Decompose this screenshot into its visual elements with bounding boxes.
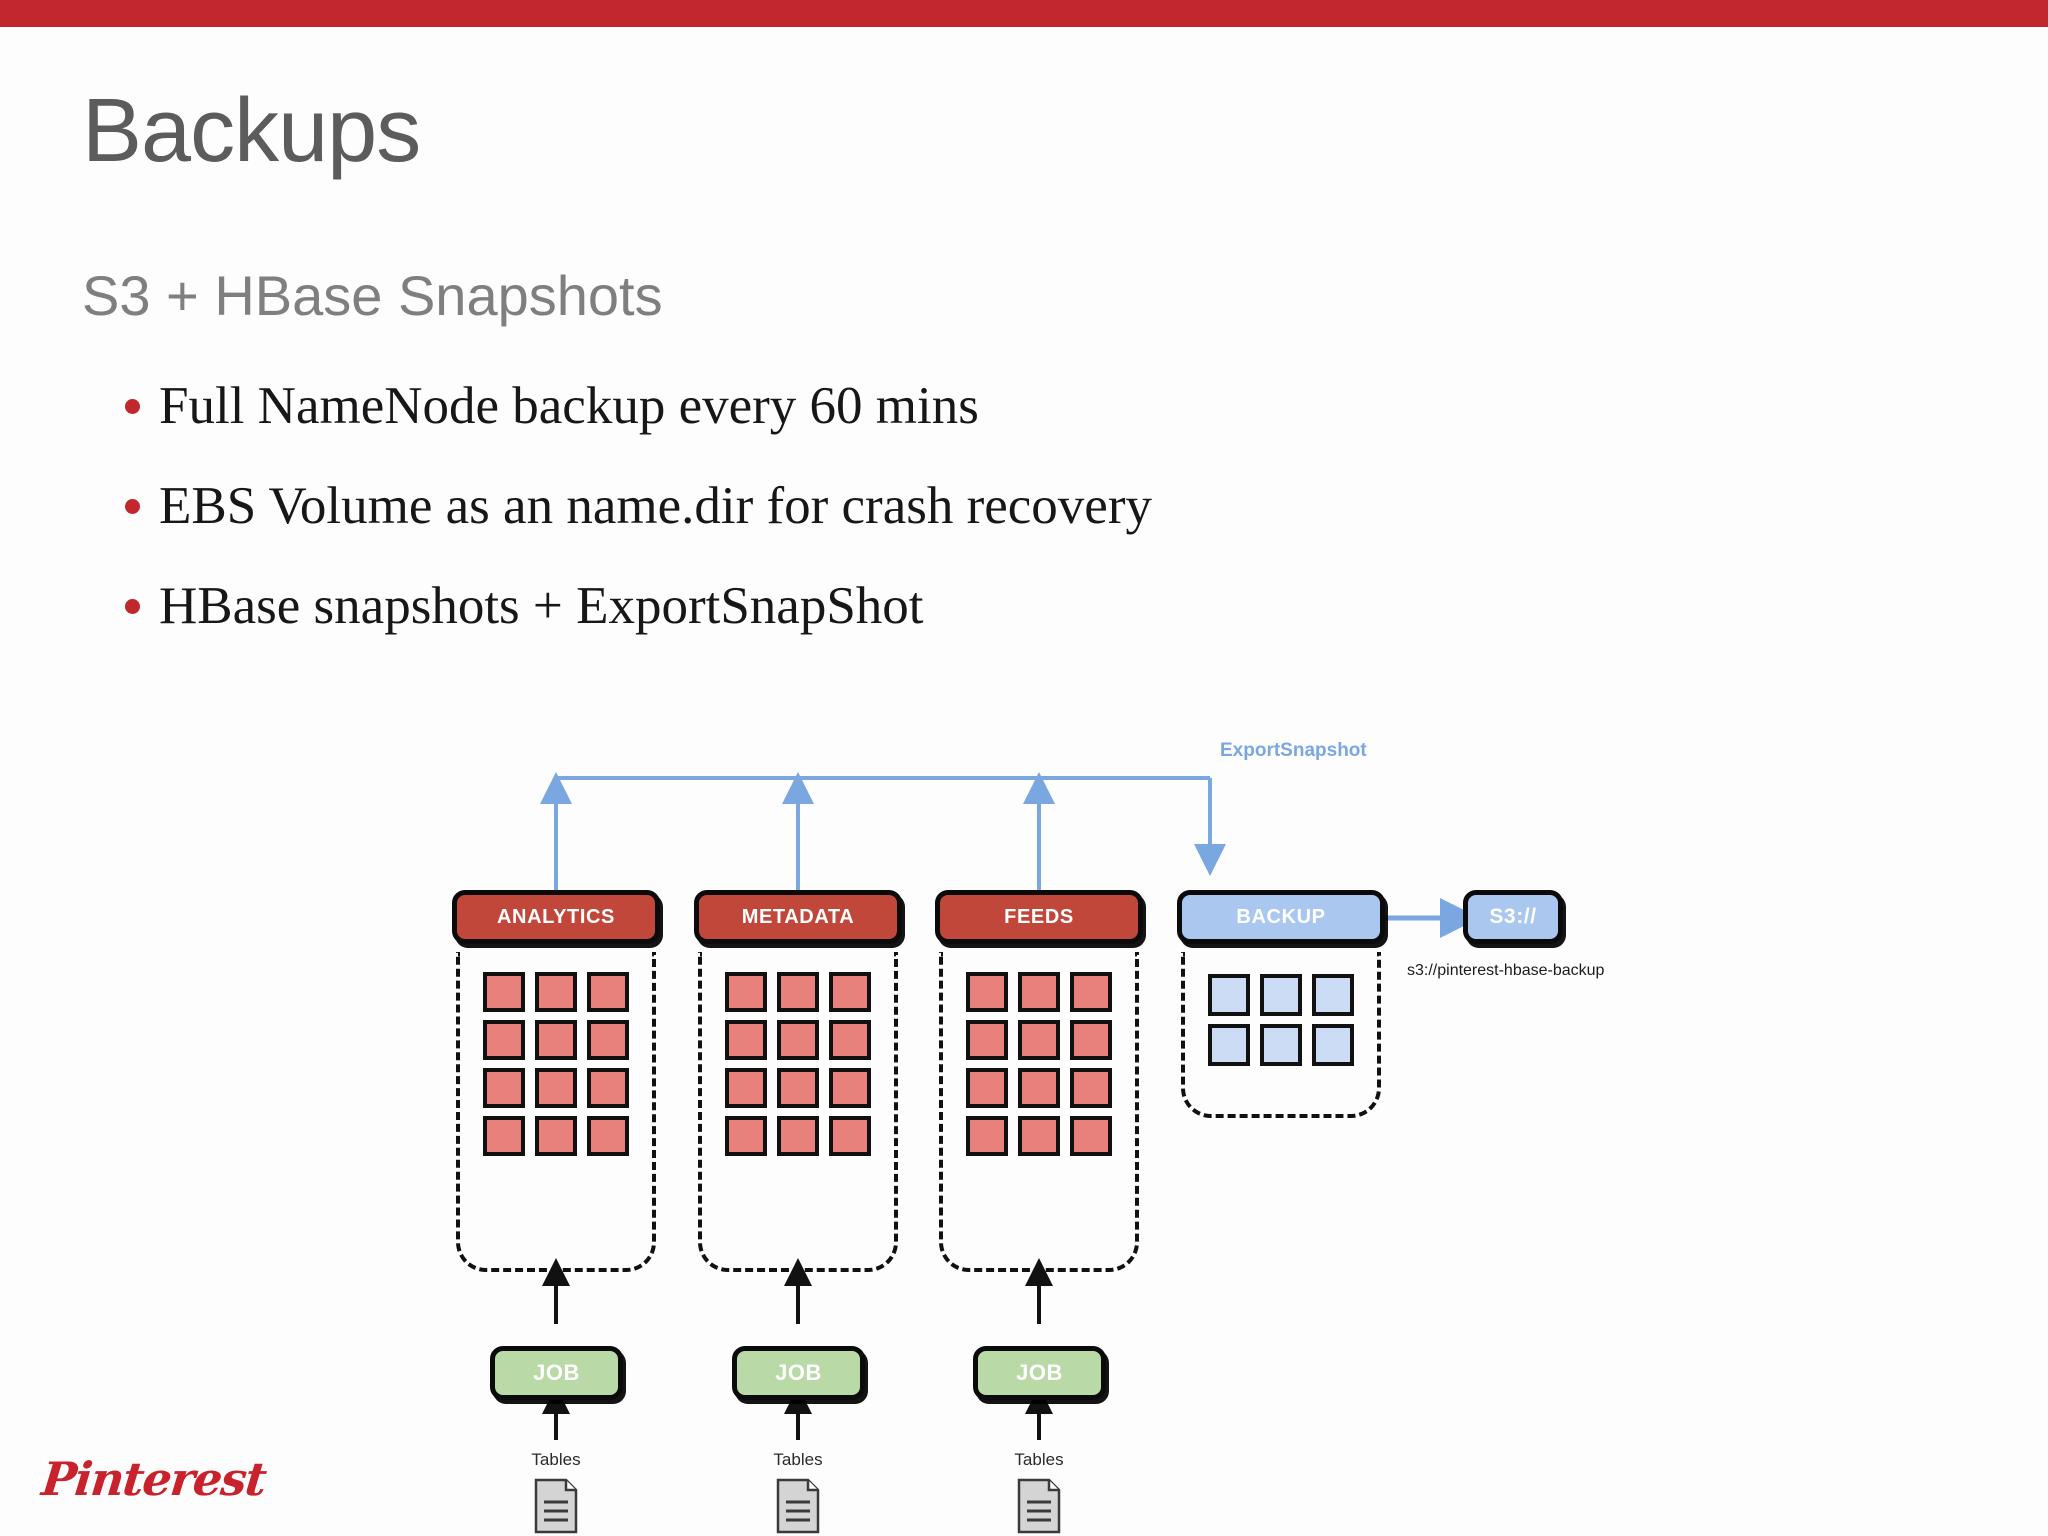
brand-bar xyxy=(0,0,2048,27)
region-cell xyxy=(1208,974,1250,1016)
region-cell xyxy=(1018,1068,1060,1108)
region-cell xyxy=(725,972,767,1012)
cluster-label: ANALYTICS xyxy=(496,905,615,928)
s3-node[interactable]: S3:// xyxy=(1463,890,1563,944)
region-cell xyxy=(1070,1116,1112,1156)
job-label: JOB xyxy=(533,1360,580,1385)
region-cell xyxy=(1070,972,1112,1012)
cluster-label: BACKUP xyxy=(1236,905,1326,928)
region-cell xyxy=(587,972,629,1012)
region-cell xyxy=(829,972,871,1012)
job-node-analytics[interactable]: JOB xyxy=(490,1346,623,1400)
list-item: HBase snapshots + ExportSnapShot xyxy=(125,577,1625,635)
bullet-text: Full NameNode backup every 60 mins xyxy=(159,377,979,435)
s3-label: S3:// xyxy=(1489,905,1537,928)
region-cell xyxy=(829,1020,871,1060)
bullet-list: Full NameNode backup every 60 mins EBS V… xyxy=(125,380,1625,680)
tables-label-analytics: Tables xyxy=(531,1450,581,1469)
region-cell xyxy=(1312,1024,1354,1066)
s3-bucket-caption: s3://pinterest-hbase-backup xyxy=(1407,962,1605,979)
region-cell xyxy=(483,972,525,1012)
region-cell xyxy=(777,972,819,1012)
region-cell xyxy=(587,1116,629,1156)
job-label: JOB xyxy=(775,1360,822,1385)
job-label: JOB xyxy=(1016,1360,1063,1385)
bullet-dot-icon xyxy=(125,599,140,614)
region-container-backup xyxy=(1181,952,1381,1118)
cluster-label: FEEDS xyxy=(1004,905,1074,928)
region-cell xyxy=(966,1020,1008,1060)
region-cell xyxy=(1070,1020,1112,1060)
region-cell xyxy=(1018,1020,1060,1060)
region-cell xyxy=(1312,974,1354,1016)
region-cell xyxy=(483,1068,525,1108)
region-cell xyxy=(966,1068,1008,1108)
cluster-node-analytics[interactable]: ANALYTICS xyxy=(452,890,660,944)
region-cell xyxy=(483,1020,525,1060)
job-node-feeds[interactable]: JOB xyxy=(973,1346,1106,1400)
region-cell xyxy=(1018,972,1060,1012)
region-container-feeds xyxy=(939,952,1139,1272)
region-cell xyxy=(483,1116,525,1156)
pinterest-logo: Pinterest xyxy=(39,1452,269,1506)
list-item: EBS Volume as an name.dir for crash reco… xyxy=(125,477,1625,535)
cluster-node-backup[interactable]: BACKUP xyxy=(1177,890,1385,944)
region-cell xyxy=(725,1116,767,1156)
region-cell xyxy=(777,1068,819,1108)
job-node-metadata[interactable]: JOB xyxy=(732,1346,865,1400)
region-cell xyxy=(725,1020,767,1060)
cluster-label: METADATA xyxy=(741,905,855,928)
bullet-text: EBS Volume as an name.dir for crash reco… xyxy=(159,477,1152,535)
bullet-dot-icon xyxy=(125,399,140,414)
region-cell xyxy=(1070,1068,1112,1108)
region-cell xyxy=(829,1116,871,1156)
bullet-dot-icon xyxy=(125,499,140,514)
cluster-node-feeds[interactable]: FEEDS xyxy=(935,890,1143,944)
list-item: Full NameNode backup every 60 mins xyxy=(125,377,1625,435)
bullet-text: HBase snapshots + ExportSnapShot xyxy=(159,577,924,635)
region-cell xyxy=(777,1116,819,1156)
tables-document-icon xyxy=(1017,1478,1061,1534)
region-cell xyxy=(1208,1024,1250,1066)
region-cell xyxy=(829,1068,871,1108)
region-cell xyxy=(1018,1116,1060,1156)
page-subtitle: S3 + HBase Snapshots xyxy=(82,264,663,327)
tables-label-metadata: Tables xyxy=(773,1450,823,1469)
tables-document-icon xyxy=(776,1478,820,1534)
region-cell xyxy=(535,1020,577,1060)
region-container-analytics xyxy=(456,952,656,1272)
region-cell xyxy=(725,1068,767,1108)
architecture-diagram: ExportSnapshot ANALYTICS JOB xyxy=(420,700,1680,1534)
region-container-metadata xyxy=(698,952,898,1272)
region-cell xyxy=(535,1116,577,1156)
region-cell xyxy=(1260,1024,1302,1066)
cluster-node-metadata[interactable]: METADATA xyxy=(694,890,902,944)
region-cell xyxy=(966,1116,1008,1156)
region-cell xyxy=(1260,974,1302,1016)
region-cell xyxy=(535,972,577,1012)
region-cell xyxy=(587,1068,629,1108)
region-cell xyxy=(777,1020,819,1060)
region-cell xyxy=(535,1068,577,1108)
export-snapshot-label: ExportSnapshot xyxy=(1220,740,1367,761)
tables-document-icon xyxy=(534,1478,578,1534)
tables-label-feeds: Tables xyxy=(1014,1450,1064,1469)
page-title: Backups xyxy=(82,81,421,181)
region-cell xyxy=(587,1020,629,1060)
region-cell xyxy=(966,972,1008,1012)
